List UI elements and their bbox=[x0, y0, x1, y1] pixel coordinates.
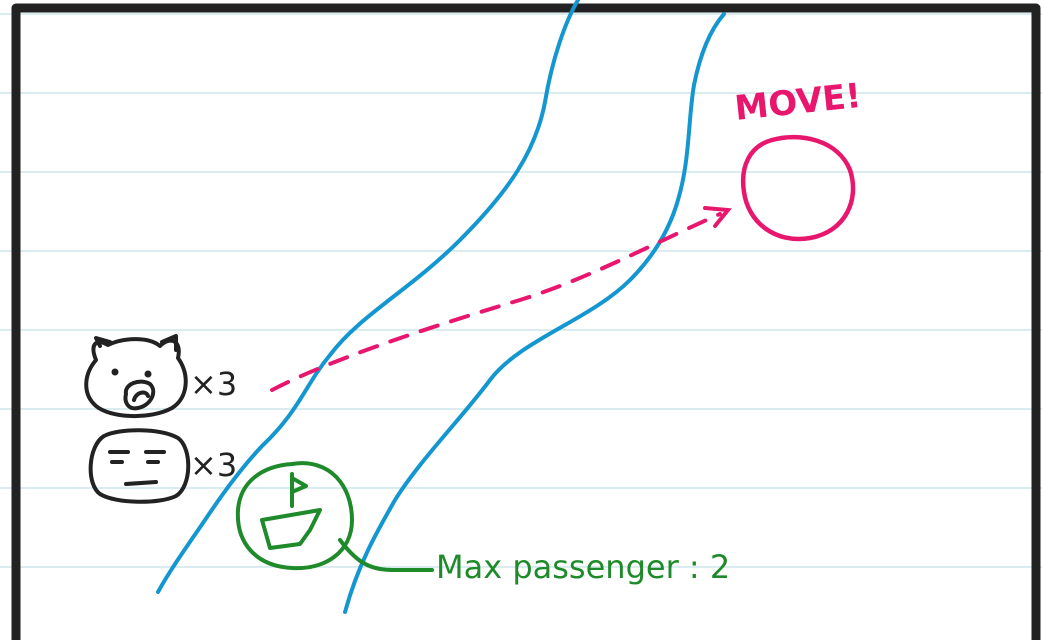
boat-flag bbox=[290, 472, 308, 508]
person-face-icon bbox=[88, 428, 191, 504]
person-count: ×3 bbox=[190, 446, 237, 484]
move-label: MOVE! bbox=[733, 76, 863, 129]
pig-count: ×3 bbox=[190, 365, 237, 403]
boat-icon bbox=[235, 461, 434, 572]
boat-circle bbox=[235, 461, 354, 571]
max-passenger-label: Max passenger : 2 bbox=[436, 548, 730, 586]
move-path bbox=[270, 206, 732, 392]
river-bank-right bbox=[343, 12, 726, 614]
target-circle-icon bbox=[740, 134, 856, 242]
boat-hull bbox=[260, 508, 322, 550]
river-bank-left bbox=[156, 0, 580, 594]
frame-border bbox=[11, 3, 1041, 640]
move-arrowhead bbox=[703, 206, 732, 228]
ruled-lines bbox=[0, 13, 1042, 568]
boat-callout-line bbox=[338, 538, 434, 572]
river bbox=[156, 0, 726, 614]
move-path-line bbox=[270, 212, 722, 392]
pig-face-icon bbox=[84, 334, 188, 418]
